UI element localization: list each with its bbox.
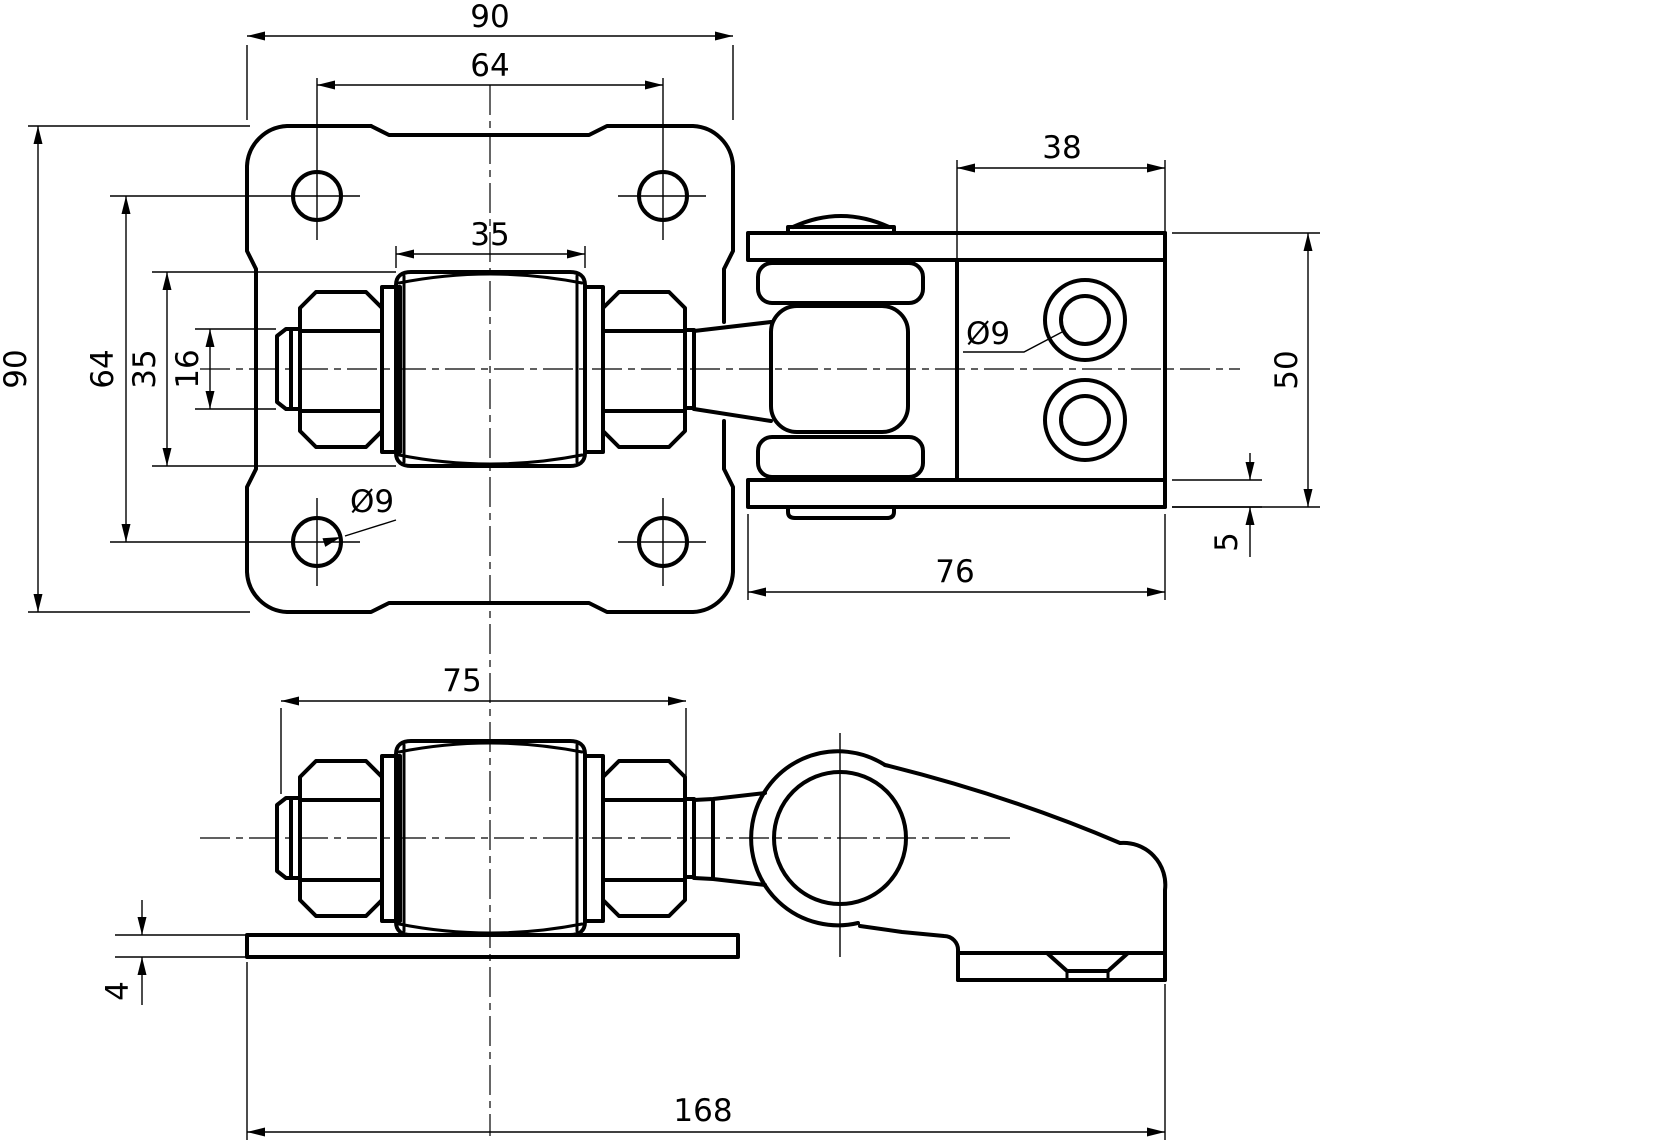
dim-bottom-overall-length: 168 xyxy=(246,962,1166,1140)
dim-side-hole-diameter: Ø9 xyxy=(963,316,1065,353)
dim-side-bracket-length: 76 xyxy=(747,514,1166,600)
hole-crosshairs xyxy=(110,78,706,586)
dim-side-bracket-depth: 38 xyxy=(956,130,1166,263)
bottom-view xyxy=(245,739,1168,982)
dim-front-body-height: 35 xyxy=(127,271,396,467)
dim-label-front-body-height: 35 xyxy=(127,349,163,388)
dim-label-bottom-overall-length: 168 xyxy=(673,1093,732,1129)
dim-label-side-hole-diameter: Ø9 xyxy=(966,316,1010,352)
hinge-eye-hole xyxy=(772,770,908,906)
dim-side-bracket-height: 50 xyxy=(1172,232,1320,508)
hex-nut-right xyxy=(601,290,687,449)
dim-bottom-base-thickness: 4 xyxy=(100,900,247,1005)
hinge-side-profile xyxy=(749,749,1168,982)
dim-label-bottom-base-thickness: 4 xyxy=(100,981,136,1001)
hinge-bracket-view xyxy=(746,214,1167,520)
hinge-knuckle xyxy=(756,214,925,520)
dim-front-hole-diameter: Ø9 xyxy=(322,484,397,547)
dim-label-side-bracket-height: 50 xyxy=(1269,350,1305,389)
dim-label-side-bracket-length: 76 xyxy=(935,554,974,590)
dim-label-front-overall-width: 90 xyxy=(470,0,509,35)
dimensions: 90 64 35 90 64 xyxy=(0,0,1320,1140)
dim-front-overall-height: 90 xyxy=(0,125,250,613)
dim-label-front-stud-height: 16 xyxy=(170,349,206,388)
dim-side-plate-thickness: 5 xyxy=(1172,453,1262,557)
hinge-boss xyxy=(749,749,887,928)
dim-front-stud-height: 16 xyxy=(170,328,276,410)
dim-label-bottom-turnbuckle-length: 75 xyxy=(442,663,481,699)
stud-end xyxy=(275,327,302,411)
countersunk-hole xyxy=(1045,951,1130,973)
bushing-top xyxy=(756,261,925,305)
dim-label-side-plate-thickness: 5 xyxy=(1209,532,1245,552)
dim-label-side-bracket-depth: 38 xyxy=(1042,130,1081,166)
dim-front-hole-spacing-h: 64 xyxy=(317,48,663,90)
bracket-straps xyxy=(746,231,1167,509)
dim-label-front-hole-diameter: Ø9 xyxy=(350,484,394,520)
dim-front-overall-width: 90 xyxy=(246,0,734,120)
dim-label-front-hole-spacing-h: 64 xyxy=(470,48,509,84)
front-view xyxy=(110,78,773,614)
eye-bolt-shank xyxy=(692,320,773,423)
dim-label-front-hole-spacing-v: 64 xyxy=(85,349,121,388)
washer-right xyxy=(583,285,605,454)
base-plate xyxy=(245,933,740,959)
mounting-plate xyxy=(110,78,735,614)
dim-label-front-body-width: 35 xyxy=(470,217,509,253)
dim-bottom-turnbuckle-length: 75 xyxy=(280,663,687,794)
hinge-pin-bottom xyxy=(786,505,896,520)
dim-front-hole-spacing-v: 64 xyxy=(85,196,131,542)
hinge-pin-head xyxy=(786,214,896,235)
hex-nut-left xyxy=(298,290,384,449)
bracket-holes xyxy=(1043,278,1127,462)
bushing-bottom xyxy=(756,435,925,479)
dim-front-body-width: 35 xyxy=(395,217,586,268)
dim-label-front-overall-height: 90 xyxy=(0,349,34,388)
eye-end xyxy=(769,304,910,434)
turnbuckle-front xyxy=(275,270,773,468)
